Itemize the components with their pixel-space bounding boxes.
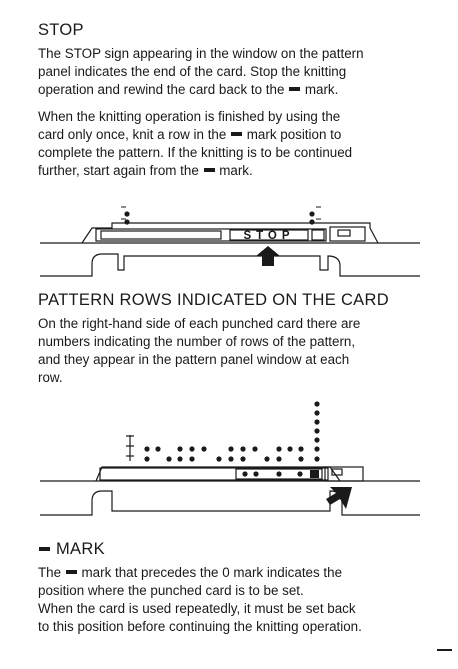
side-window-inner [331,468,343,476]
mark-dash-icon [65,570,77,575]
stop-window-figure: STOP [40,206,420,277]
line: When the card is used repeatedly, it mus… [38,601,356,616]
mark-paragraph: The mark that precedes the 0 mark indica… [38,564,435,636]
line: to this position before continuing the k… [38,619,362,634]
pointer-arrow-icon [326,487,352,509]
line: mark position to [243,127,342,142]
card-window [95,228,327,242]
page-corner-mark [437,649,452,651]
window-indicator [311,229,325,241]
pointer-arrow-icon [256,246,280,266]
mark-heading: MARK [38,540,105,559]
line: On the right-hand side of each punched c… [38,316,361,331]
mark-dash-icon [231,132,243,137]
line: complete the pattern. If the knitting is… [38,145,353,160]
hole [124,219,130,225]
side-window [329,226,366,242]
line: panel indicates the end of the card. Sto… [38,64,347,79]
line: row. [38,370,63,385]
panel-outline [81,222,379,244]
line: When the knitting operation is finished … [38,109,341,124]
hole [309,211,315,217]
line: position where the punched card is to be… [38,583,304,598]
panel-outline [95,466,341,482]
machine-body-outline [40,490,420,516]
stop-window-label: STOP [243,230,294,242]
line: further, start again from the [38,163,203,178]
hole [309,219,315,225]
stop-window [229,229,309,241]
stop-paragraph-2: When the knitting operation is finished … [38,108,435,180]
card-window [99,467,329,481]
line: mark that precedes the 0 mark indicates … [77,565,343,580]
line: mark. [301,82,339,97]
stop-heading: STOP [38,21,84,39]
mark-dash-icon [203,168,215,173]
mark-dash-icon [289,87,301,92]
row-window [235,468,323,480]
line: and they appear in the pattern panel win… [38,352,350,367]
mark-heading-text: MARK [56,540,105,558]
hole [124,211,130,217]
mark-dash-icon [39,546,50,551]
card-slot [100,230,222,240]
punched-card-figure [40,401,420,516]
line: numbers indicating the number of rows of… [38,334,356,349]
card-holes [121,206,321,225]
machine-body-outline [40,253,420,277]
line: card only once, knit a row in the [38,127,231,142]
side-window [324,466,364,482]
line: operation and rewind the card back to th… [38,82,289,97]
card-holes [144,401,320,478]
side-window-inner [337,229,351,237]
line: The STOP sign appearing in the window on… [38,46,364,61]
line: mark. [215,163,253,178]
stop-paragraph-1: The STOP sign appearing in the window on… [38,45,435,99]
line: The [38,565,65,580]
pattern-rows-paragraph: On the right-hand side of each punched c… [38,315,435,387]
pattern-rows-heading: PATTERN ROWS INDICATED ON THE CARD [38,291,389,309]
